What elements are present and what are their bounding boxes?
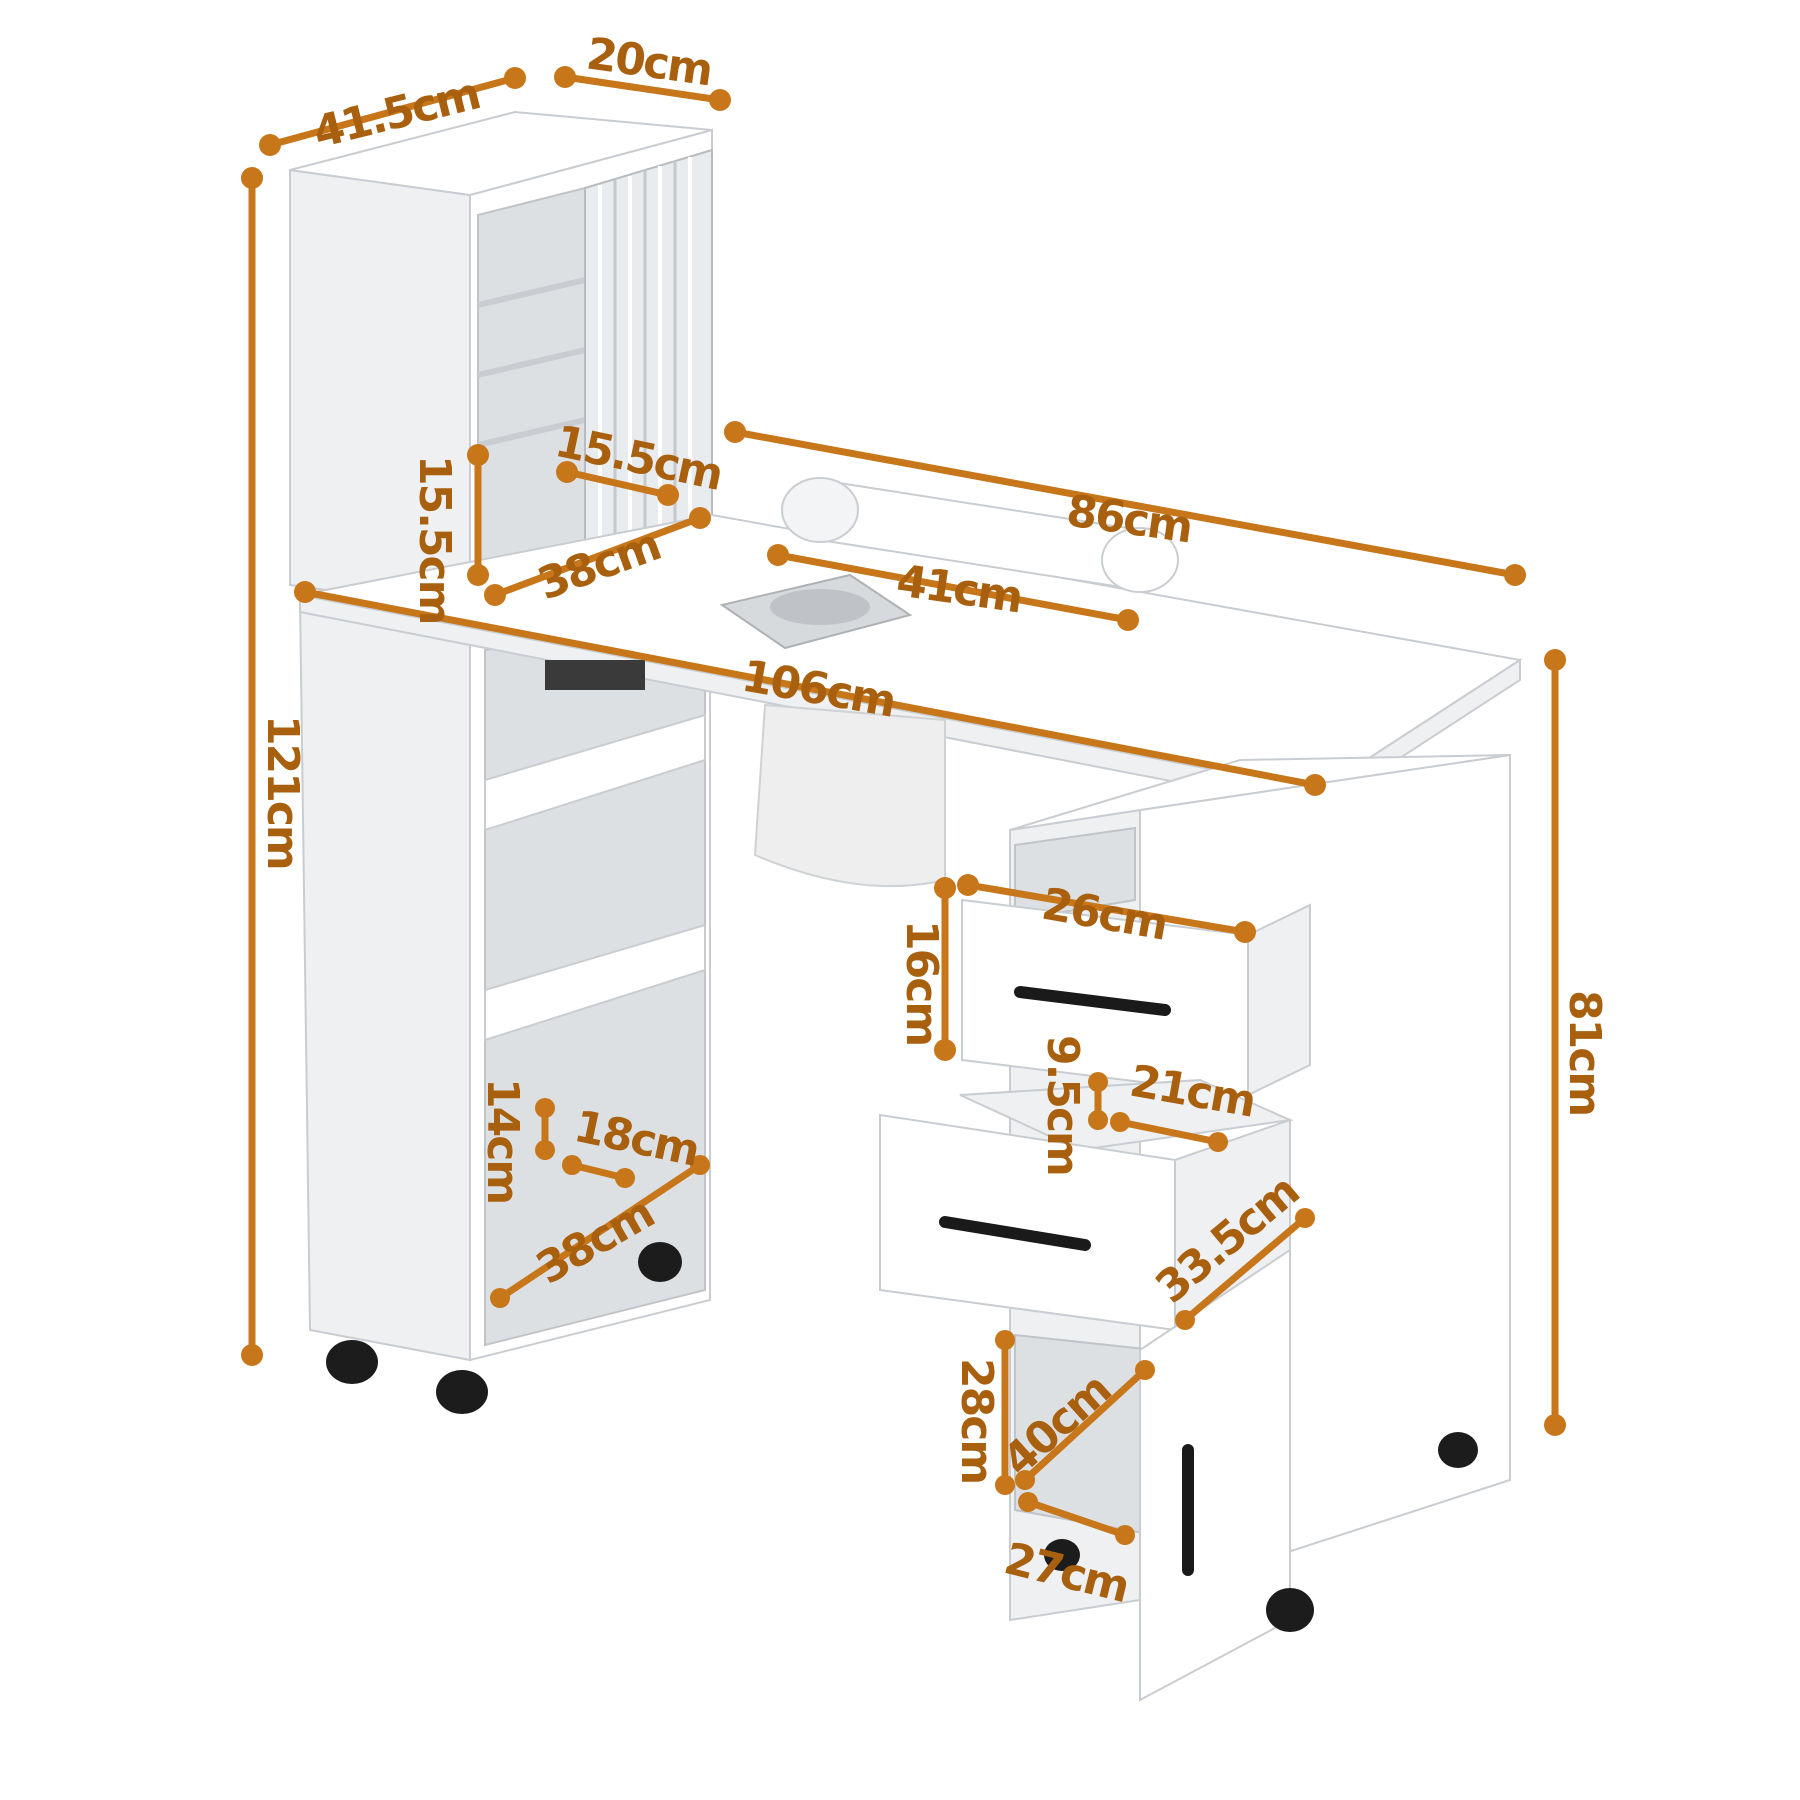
upper-shelf-3: [477, 417, 586, 448]
upper-cabinet-top: [289, 110, 713, 197]
upper-shelf-1: [477, 277, 586, 308]
dust-collector-bag: [753, 703, 946, 888]
tower-shelf-1: [484, 713, 706, 832]
caster-wheel-2: [436, 1370, 488, 1414]
upper-drawer-handle: [1014, 986, 1171, 1016]
label-total-height: 121cm: [257, 715, 308, 869]
right-drawer-cabinet: [879, 753, 1511, 1702]
label-drawer-height: 16cm: [896, 920, 947, 1045]
label-shelf-height: 15.5cm: [409, 455, 460, 624]
left-tall-cabinet: [289, 110, 713, 1414]
upper-drawer-side: [1247, 903, 1311, 1097]
tower-shelf-2: [484, 923, 706, 1042]
label-lower-shelf-height: 14cm: [477, 1078, 528, 1203]
label-lower-drawer-height: 9.5cm: [1037, 1035, 1088, 1175]
tabletop: [299, 477, 1523, 888]
caster-wheel-1: [326, 1340, 378, 1384]
vent-grill: [770, 589, 870, 625]
upper-cabinet-interior: [477, 186, 586, 592]
lower-tower-side: [298, 598, 471, 1362]
label-door-cabinet-height: 28cm: [951, 1358, 1002, 1483]
caster-wheel-5: [1438, 1432, 1478, 1468]
drawer-cabinet-top: [1009, 754, 1511, 831]
dimension-lines: [241, 66, 1566, 1545]
caster-wheel-4: [1266, 1588, 1314, 1632]
upper-shelf-2: [477, 347, 586, 378]
lower-drawer-handle: [939, 1216, 1091, 1251]
label-desk-height: 81cm: [1559, 990, 1610, 1115]
caster-wheel-6: [1044, 1539, 1080, 1571]
control-panel: [545, 660, 645, 690]
armrest-cushion: [781, 477, 1179, 593]
caster-wheel-3: [638, 1242, 682, 1282]
fluted-glass-door: [584, 148, 713, 572]
